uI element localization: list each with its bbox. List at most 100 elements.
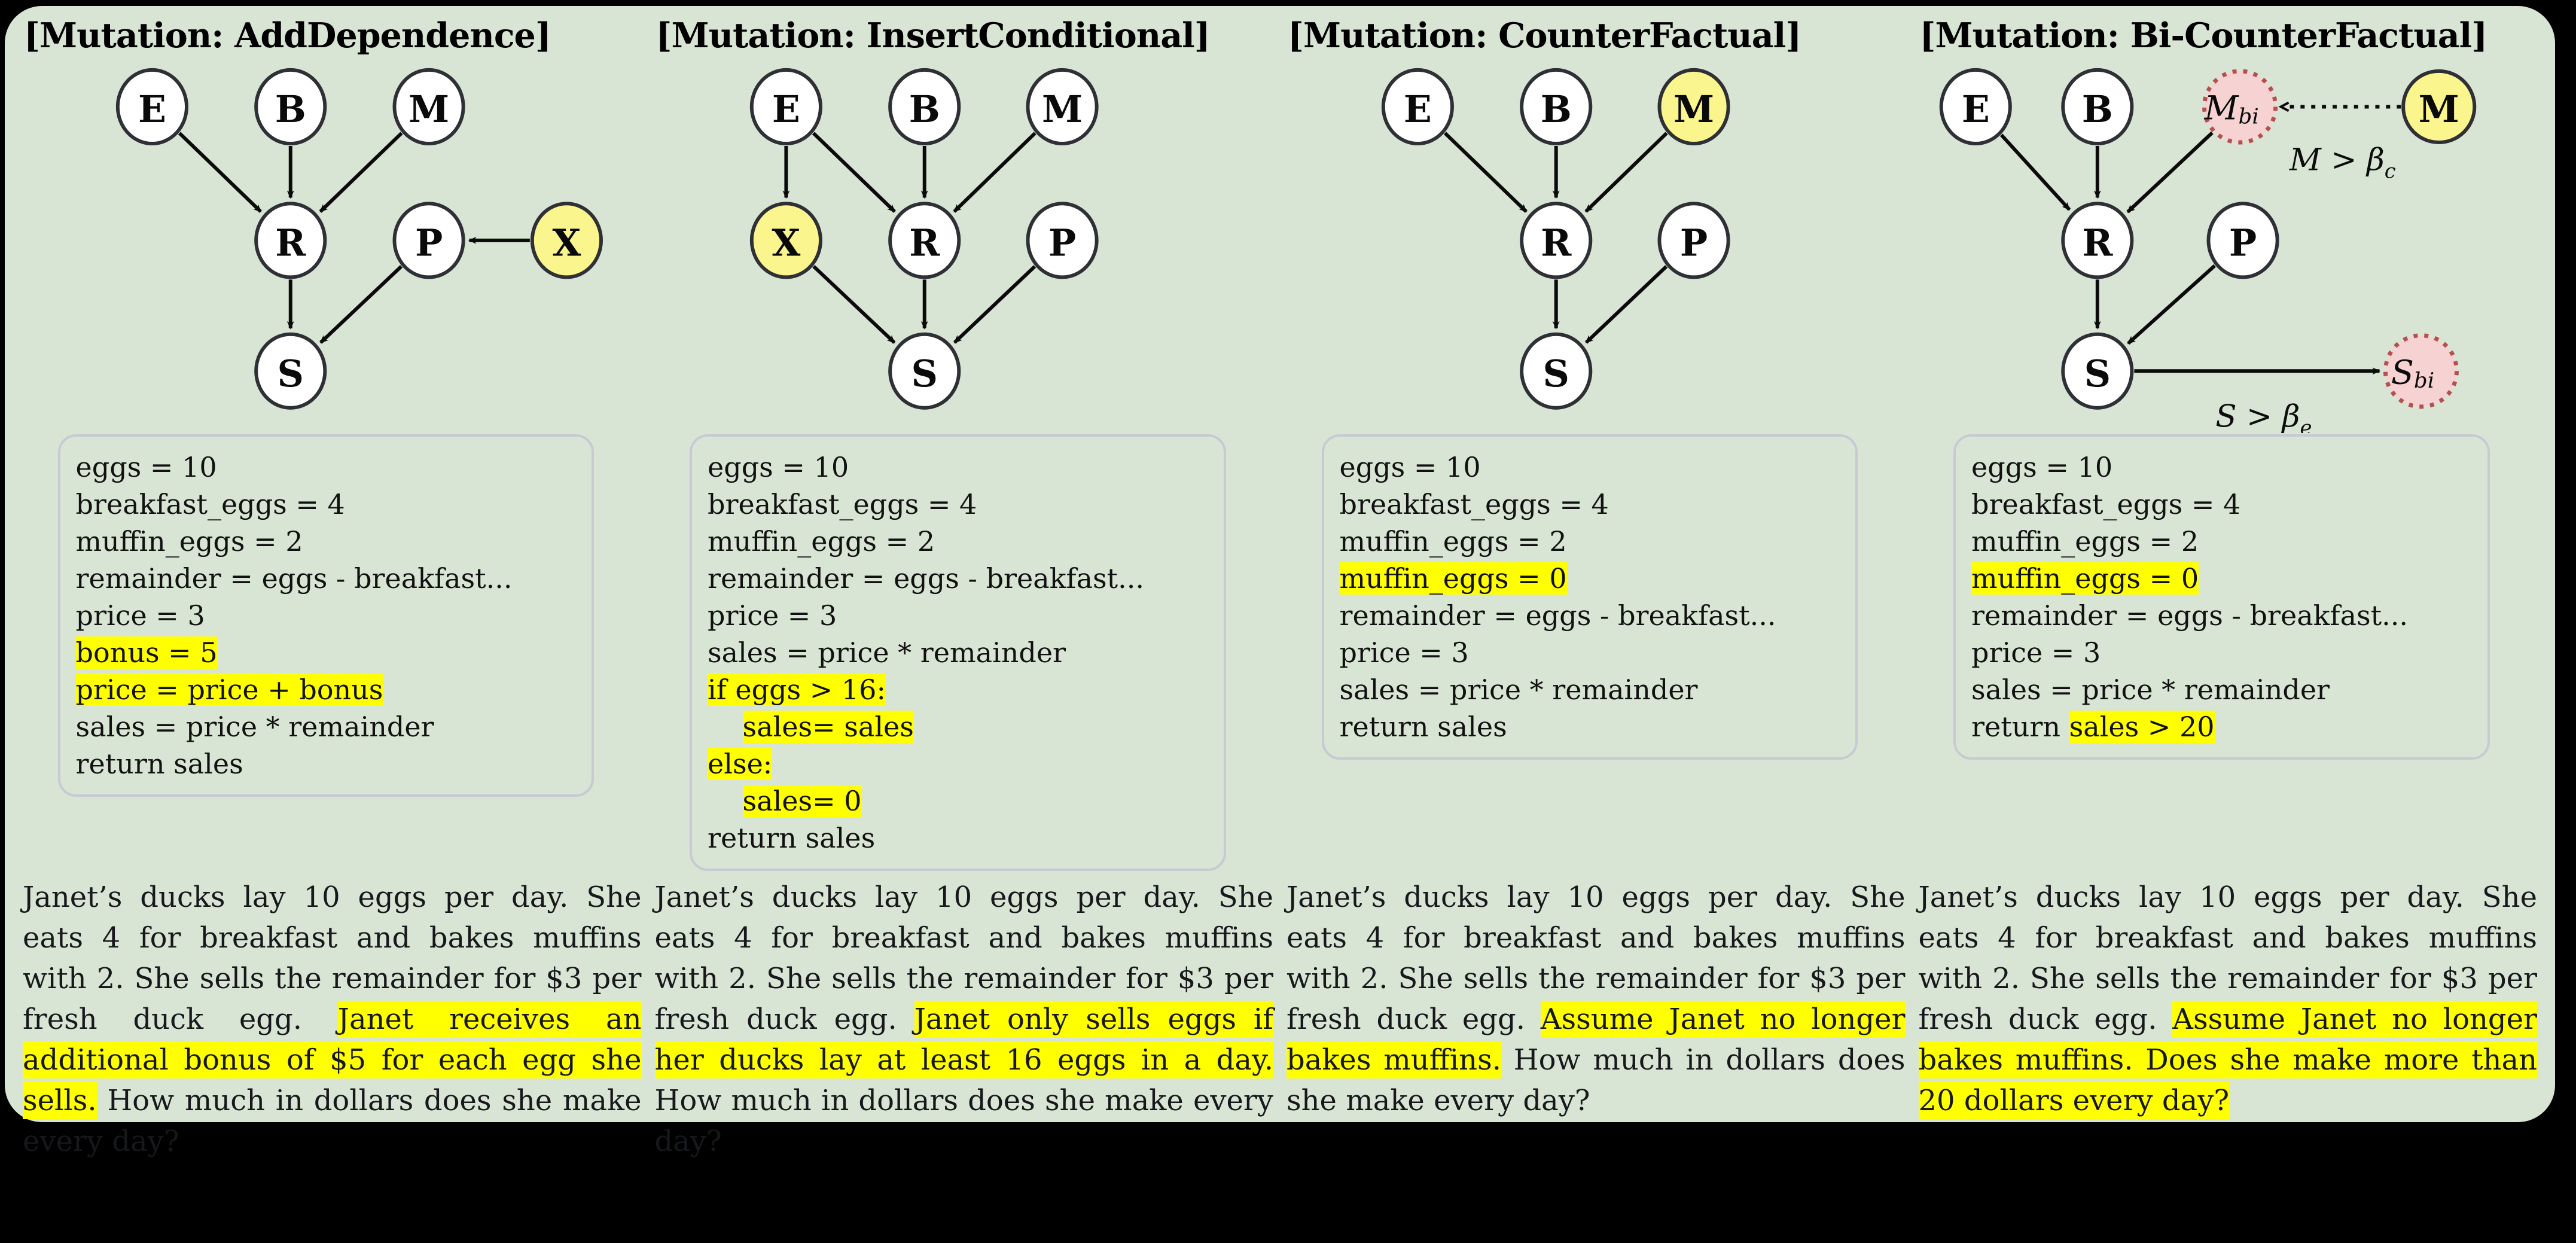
- plain-text: muffin_eggs = 2: [1339, 525, 1567, 557]
- plain-text: How much in dollars does she make every …: [1287, 1043, 1906, 1117]
- code-line: eggs = 10: [708, 449, 1208, 486]
- graph-node-M: [2401, 69, 2476, 145]
- code-line: muffin_eggs = 2: [708, 523, 1208, 560]
- code-line: sales = price * remainder: [1340, 671, 1840, 708]
- plain-text: price = 3: [75, 599, 205, 632]
- highlighted-text: else:: [708, 748, 773, 780]
- plain-text: muffin_eggs = 2: [75, 525, 303, 557]
- graph-node-M: [392, 68, 465, 145]
- code-line: muffin_eggs = 2: [76, 523, 577, 560]
- highlighted-text: sales > 20: [2069, 711, 2215, 743]
- plain-text: return sales: [708, 822, 876, 854]
- graph-node-label-R: R: [275, 221, 306, 264]
- graph-node-label-P: P: [415, 221, 443, 264]
- highlighted-text: muffin_eggs = 0: [1339, 562, 1567, 595]
- graph-edge-Mbi-R: [2126, 131, 2214, 214]
- graph-node-label-Mbi: Mbi: [2203, 89, 2258, 129]
- code-line: return sales > 20: [1971, 708, 2472, 745]
- graph-node-label-M: M: [408, 87, 449, 131]
- code-line: price = 3: [1340, 634, 1840, 671]
- plain-text: How much in dollars does she make every …: [654, 1084, 1274, 1158]
- plain-text: return sales: [75, 748, 243, 780]
- plain-text: breakfast_eggs = 4: [708, 488, 977, 520]
- plain-text: sales = price * remainder: [1971, 674, 2330, 706]
- plain-text: eggs = 10: [1339, 451, 1481, 483]
- graph-node-R: [888, 202, 961, 279]
- highlighted-text: muffin_eggs = 0: [1971, 562, 2199, 595]
- graph-node-B: [2060, 68, 2133, 145]
- code-wrap: eggs = 10 breakfast_eggs = 4 muffin_eggs =…: [20, 434, 644, 869]
- plain-text: return: [1971, 711, 2069, 743]
- graph-node-label-E: E: [1961, 87, 1989, 131]
- graph-node-R: [2060, 202, 2133, 279]
- plain-text: eggs = 10: [708, 451, 849, 483]
- plain-text: eggs = 10: [75, 451, 217, 483]
- code-line: breakfast_eggs = 4: [1340, 486, 1840, 523]
- code-line: sales = price * remainder: [76, 708, 577, 745]
- graph-node-label-R: R: [909, 221, 940, 264]
- plain-text: muffin_eggs = 2: [708, 525, 935, 557]
- graph-edge-M-R: [319, 132, 403, 213]
- graph-edge-P-S: [1584, 265, 1668, 344]
- plain-text: return sales: [1339, 711, 1507, 743]
- plain-text: Janet’s ducks lay 10 eggs per day. She e…: [1287, 881, 1906, 1036]
- graph-node-Mbi: [2202, 69, 2278, 145]
- code-line: sales= sales: [708, 708, 1208, 745]
- code-line: sales = price * remainder: [1971, 671, 2472, 708]
- graph-node-M: [1657, 68, 1730, 145]
- graph-node-label-P: P: [2229, 221, 2256, 264]
- highlighted-text: sales= 0: [742, 785, 862, 817]
- edge-label-M-Mbi: M > βc: [2289, 142, 2396, 183]
- graph-node-label-M: M: [1673, 87, 1714, 131]
- graph-node-E: [115, 68, 188, 145]
- graph-edge-M-R: [952, 132, 1037, 213]
- graph-node-label-E: E: [772, 87, 800, 131]
- code-line: bonus = 5: [75, 634, 577, 671]
- code-wrap: eggs = 10 breakfast_eggs = 4 muffin_eggs =…: [653, 434, 1276, 871]
- code-line: return sales: [1340, 708, 1840, 745]
- problem-text: Janet’s ducks lay 10 eggs per day. She e…: [20, 877, 644, 1162]
- code-line: price = price + bonus: [75, 671, 577, 708]
- plain-text: muffin_eggs = 2: [1971, 525, 2199, 557]
- code-block: eggs = 10 breakfast_eggs = 4 muffin_eggs =…: [690, 434, 1226, 871]
- graph-node-E: [1381, 68, 1454, 145]
- code-line: return sales: [708, 819, 1208, 857]
- graph-node-label-E: E: [138, 87, 166, 131]
- plain-text: breakfast_eggs = 4: [1971, 488, 2241, 520]
- graph-node-label-S: S: [2084, 352, 2110, 395]
- graph-edge-P-S: [2126, 264, 2216, 345]
- panel-title: [Mutation: InsertConditional]: [656, 16, 1211, 56]
- graph-node-label-M: M: [1042, 87, 1083, 131]
- graph-edge-X-S: [812, 265, 895, 344]
- graph-edge-M-R: [1584, 132, 1668, 213]
- problem-text: Janet’s ducks lay 10 eggs per day. She e…: [653, 877, 1276, 1162]
- graph-node-S: [1520, 332, 1593, 410]
- graph-node-label-B: B: [2081, 87, 2112, 131]
- plain-text: breakfast_eggs = 4: [75, 488, 345, 520]
- graph-node-B: [254, 68, 327, 145]
- graph-node-label-S: S: [278, 352, 304, 395]
- plain-text: price = 3: [1339, 636, 1469, 669]
- graph-node-label-R: R: [1541, 221, 1572, 264]
- graph-node-B: [888, 68, 961, 145]
- plain-text: Janet’s ducks lay 10 eggs per day. She e…: [23, 881, 642, 1036]
- plain-text: [708, 785, 743, 817]
- plain-text: remainder = eggs - breakfast...: [708, 562, 1144, 595]
- graph-node-P: [1657, 202, 1730, 279]
- code-line: return sales: [76, 745, 577, 782]
- graph-node-label-R: R: [2082, 221, 2113, 264]
- plain-text: Janet’s ducks lay 10 eggs per day. She e…: [1918, 881, 2538, 1036]
- panel-title: [Mutation: Bi-CounterFactual]: [1919, 16, 2488, 56]
- plain-text: sales = price * remainder: [708, 636, 1066, 669]
- plain-text: price = 3: [1971, 636, 2101, 669]
- graph-node-label-S: S: [1543, 352, 1569, 395]
- graph-node-E: [1939, 68, 2012, 145]
- code-line: eggs = 10: [1340, 449, 1840, 486]
